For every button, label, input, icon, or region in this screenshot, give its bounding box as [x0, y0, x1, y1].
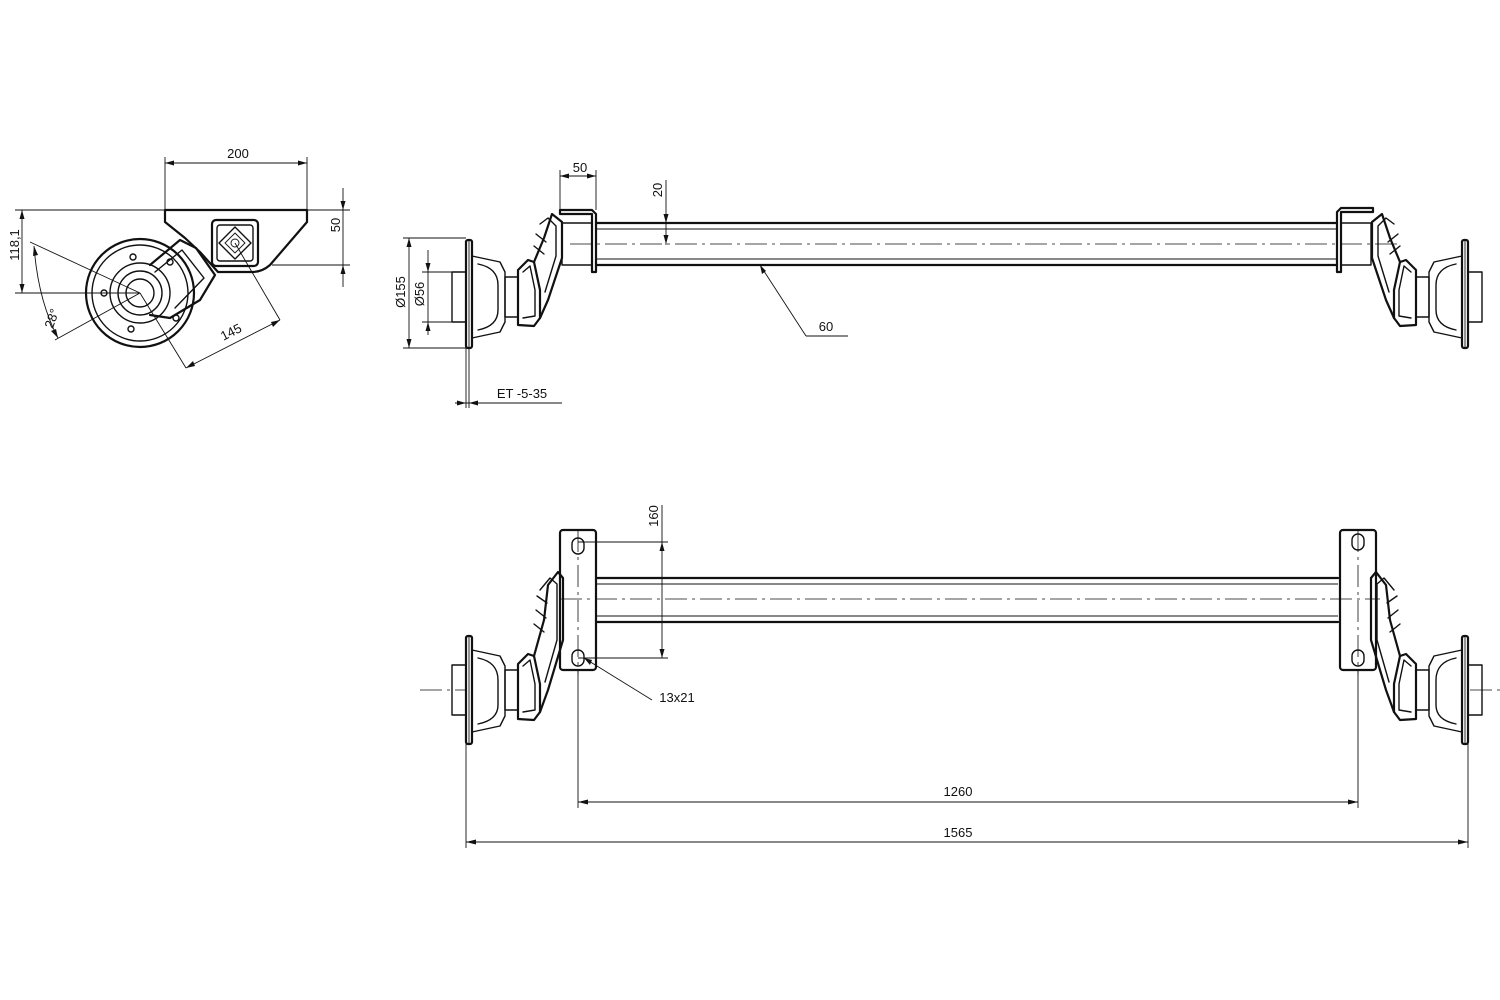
dim-wheel-offset: ET -5-35: [497, 386, 547, 401]
bolt-hole-right-bottom: [1351, 649, 1365, 667]
bracket-right-top: [1335, 206, 1375, 274]
dim-overall-width: 1565: [944, 825, 973, 840]
side-view: 200 50 118,1 28° 145: [7, 146, 350, 369]
top-view: 160 13x21 1260 1565: [420, 505, 1500, 848]
hub-left-bottom: [450, 570, 565, 746]
dim-flange-diameter: Ø155: [393, 276, 408, 308]
front-view: 50 20 60 Ø155 Ø56 ET -5-35: [393, 160, 1484, 408]
dim-angle: 28°: [41, 307, 62, 331]
dim-bracket-distance: 1260: [944, 784, 973, 799]
dim-plate-height: 50: [328, 218, 343, 232]
torsion-arm-side: [148, 238, 217, 320]
dim-center-diameter: Ø56: [412, 282, 427, 307]
bolt-hole-right-top: [1351, 533, 1365, 551]
dim-plate-offset: 20: [650, 183, 665, 197]
dim-side-width: 200: [227, 146, 249, 161]
dim-total-height: 118,1: [7, 229, 22, 261]
hub-right-bottom: [1369, 570, 1484, 746]
hub-right-top: [1370, 212, 1484, 350]
dim-tube-size: 60: [819, 319, 833, 334]
dim-plate-width: 50: [573, 160, 587, 175]
square-tube-section: [210, 218, 260, 268]
dim-bolt-spacing: 160: [646, 505, 661, 527]
hub-left-top: [450, 212, 564, 350]
dim-bolt-hole: 13x21: [659, 690, 694, 705]
bolt-hole-left-top: [571, 537, 585, 555]
bracket-left-top: [558, 208, 598, 274]
